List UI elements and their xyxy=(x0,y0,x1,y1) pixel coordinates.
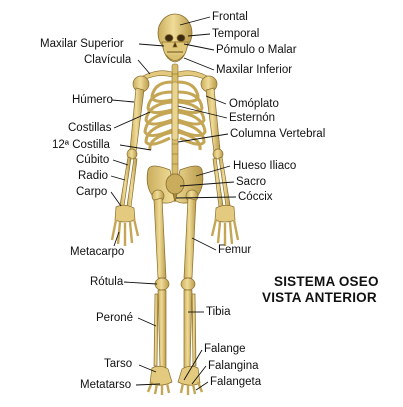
diagram-title-line2: VISTA ANTERIOR xyxy=(262,290,377,305)
diagram-title-line1: SISTEMA OSEO xyxy=(274,274,379,289)
label-maxilar-superior: Maxilar Superior xyxy=(40,38,124,50)
label-esternon: Esternón xyxy=(229,112,276,124)
label-columna: Columna Vertebral xyxy=(230,128,326,140)
label-hueso-iliaco: Hueso Iliaco xyxy=(233,160,297,172)
label-metacarpo: Metacarpo xyxy=(70,246,125,258)
legs xyxy=(151,189,199,369)
leader-lines xyxy=(110,16,237,391)
label-rotula: Rótula xyxy=(90,276,124,288)
skull xyxy=(157,13,193,63)
label-maxilar-inferior: Maxilar Inferior xyxy=(216,64,293,76)
ribcage xyxy=(143,80,207,151)
label-cubito: Cúbito xyxy=(76,154,110,166)
label-perone: Peroné xyxy=(96,312,134,324)
feet xyxy=(146,365,204,395)
label-pomulo: Pómulo o Malar xyxy=(216,44,297,56)
label-carpo: Carpo xyxy=(76,186,108,198)
label-falangeta: Falangeta xyxy=(210,376,262,388)
label-clavicula: Clavícula xyxy=(84,54,132,66)
label-metatarso: Metatarso xyxy=(80,379,132,391)
label-sacro: Sacro xyxy=(236,176,267,188)
label-falange: Falange xyxy=(204,343,246,355)
label-femur: Femur xyxy=(218,244,252,256)
label-costilla-12: 12ª Costilla xyxy=(52,139,110,151)
label-omoplato: Omóplato xyxy=(229,98,279,110)
label-humero: Húmero xyxy=(72,94,113,106)
label-tarso: Tarso xyxy=(104,358,133,370)
label-falangina: Falangina xyxy=(208,360,259,372)
label-temporal: Temporal xyxy=(212,28,260,40)
label-costillas: Costillas xyxy=(68,122,112,134)
sternum xyxy=(171,81,179,141)
hands xyxy=(110,204,240,246)
label-coccix: Cóccix xyxy=(238,191,273,203)
label-frontal: Frontal xyxy=(212,11,248,23)
label-radio: Radio xyxy=(78,170,109,182)
label-tibia: Tibia xyxy=(206,306,231,318)
